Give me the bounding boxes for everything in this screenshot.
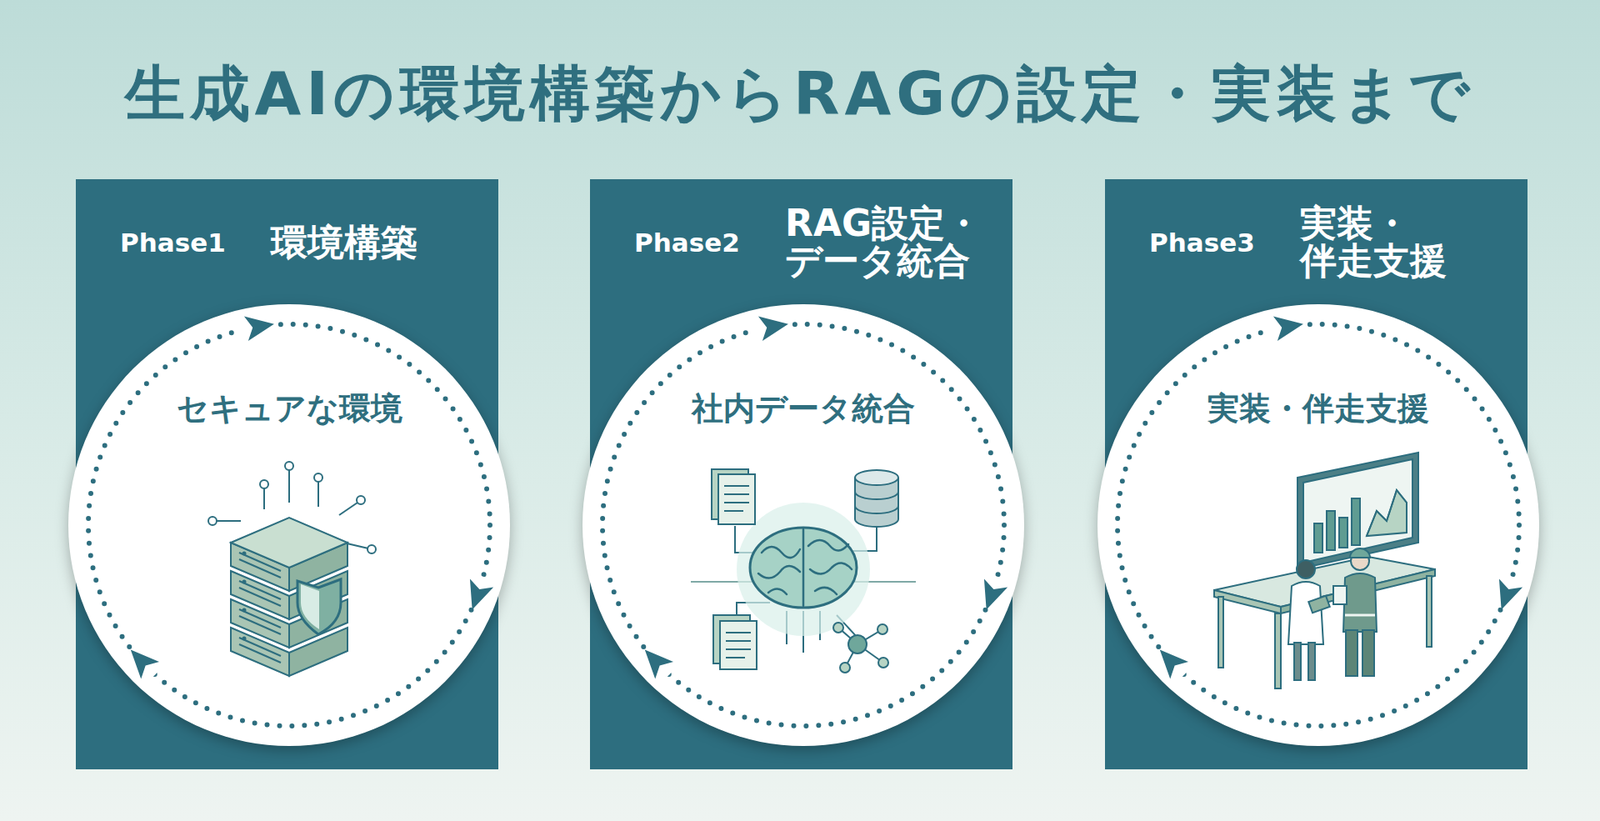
dotted-ring xyxy=(1117,324,1520,726)
circle-fill xyxy=(1097,304,1540,746)
circle-heading: 実装・伴走支援 xyxy=(1095,387,1541,430)
phase-panel: Phase1 環境構築 xyxy=(75,179,499,770)
phase-panel: Phase3 実装・ 伴走支援 xyxy=(1105,179,1528,770)
ring-arrowhead xyxy=(1499,579,1523,610)
circle-heading: 社内データ統合 xyxy=(580,387,1026,430)
phase-circle: 社内データ統合 xyxy=(580,302,1026,748)
phase-title: RAG設定・ データ統合 xyxy=(785,205,982,280)
ring-arrowhead xyxy=(984,579,1008,610)
phase-circle: セキュアな環境 xyxy=(66,302,512,748)
phase-label: Phase3 xyxy=(1149,227,1255,258)
dotted-ring xyxy=(602,324,1005,726)
ring-arrowhead xyxy=(645,650,674,680)
ring-arrowhead xyxy=(758,315,789,341)
ring-gap xyxy=(1490,575,1525,610)
circle-fill xyxy=(582,304,1025,746)
phase-title: 実装・ 伴走支援 xyxy=(1300,205,1447,280)
server-illustration xyxy=(164,444,415,695)
ring-arrowhead xyxy=(1160,650,1189,680)
circle-heading: セキュアな環境 xyxy=(66,387,512,430)
circle-fill xyxy=(68,304,510,746)
dotted-ring xyxy=(88,324,490,726)
page-title: 生成AIの環境構築からRAGの設定・実装まで xyxy=(0,54,1600,135)
ring-gap xyxy=(640,646,675,680)
ring-gap xyxy=(1155,646,1190,680)
ring-arrowhead xyxy=(130,650,160,680)
ring-gap xyxy=(975,575,1010,610)
ring-arrowhead xyxy=(1273,315,1304,341)
ring-arrowhead xyxy=(470,579,494,610)
phase-label: Phase1 xyxy=(120,227,226,258)
ring-gap xyxy=(461,575,495,610)
ring-arrowhead xyxy=(244,315,275,341)
phase-label: Phase2 xyxy=(634,227,740,258)
data-integration-illustration xyxy=(678,444,929,695)
phase-circle: 実装・伴走支援 xyxy=(1095,302,1541,748)
support-illustration xyxy=(1193,444,1444,695)
ring-gap xyxy=(126,646,160,680)
phase-title: 環境構築 xyxy=(270,224,418,262)
phase-panel: Phase2 RAG設定・ データ統合 xyxy=(590,179,1013,770)
